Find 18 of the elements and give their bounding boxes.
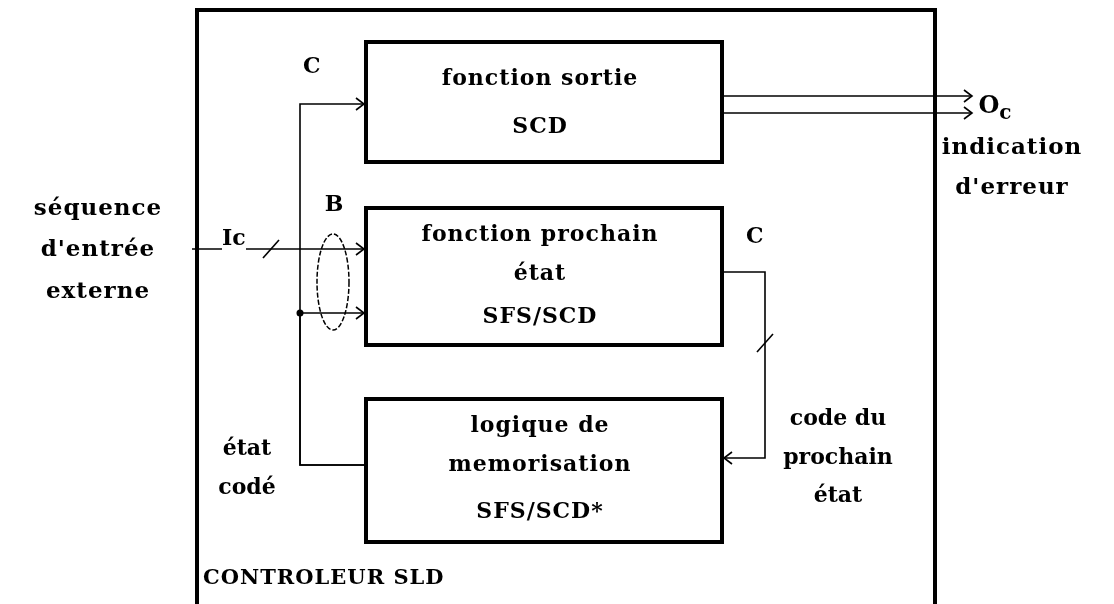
arrow bbox=[723, 89, 973, 103]
block-subtitle: SFS/SCD bbox=[481, 301, 599, 330]
arrow bbox=[723, 106, 973, 120]
output-caption: indication d'erreur bbox=[940, 131, 1084, 202]
frame-title: CONTROLEUR SLD bbox=[203, 564, 446, 590]
block-title: logique de memorisation bbox=[447, 410, 633, 478]
process-box bbox=[364, 40, 724, 164]
block-subtitle: SFS/SCD* bbox=[475, 496, 605, 525]
block-title: fonction prochain état bbox=[420, 219, 660, 287]
arrow bbox=[723, 271, 766, 465]
block-title: fonction sortie bbox=[440, 63, 640, 92]
arrow bbox=[299, 306, 365, 466]
block-subtitle: SCD bbox=[511, 111, 569, 140]
input-label: séquence d'entrée externe bbox=[32, 192, 164, 305]
controller-frame bbox=[195, 8, 937, 604]
process-box bbox=[364, 206, 724, 347]
process-box bbox=[364, 397, 724, 544]
output-symbol: O$_{c}$ bbox=[977, 89, 1013, 126]
